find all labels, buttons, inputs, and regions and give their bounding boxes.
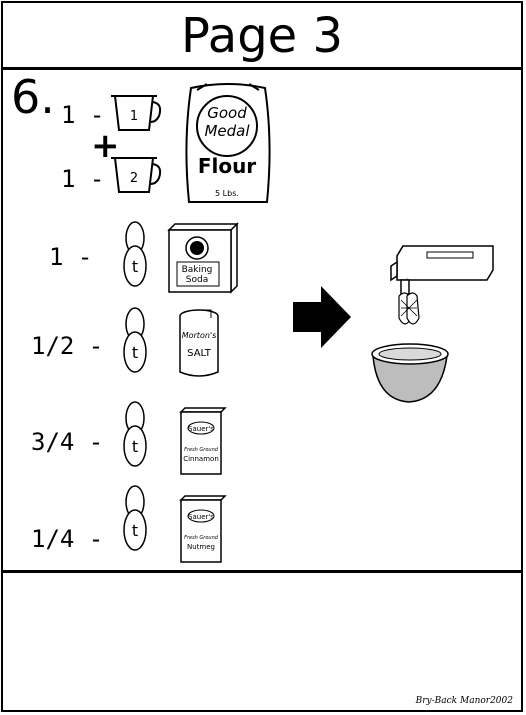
nutmeg-sub: Fresh Ground <box>184 535 219 541</box>
mixing-bowl-icon <box>371 343 449 403</box>
bag-brand-line2: Medal <box>204 122 250 140</box>
bag-brand-line1: Good <box>207 104 247 122</box>
flour-bag-icon: Good Medal Flour 5 Lbs. <box>185 83 271 203</box>
teaspoon-label: t <box>132 343 138 362</box>
soda-label-2: Soda <box>186 275 208 285</box>
nutmeg-brand: Sauer's <box>188 513 214 521</box>
flour-amount-2: 1 - <box>61 165 105 193</box>
flour-amount-1: 1 - <box>61 101 105 129</box>
ingredient-amount: 1 - <box>49 243 93 271</box>
teaspoon-icon: t <box>123 221 147 287</box>
hand-mixer-icon <box>390 245 494 325</box>
ingredient-amount: 1/4 - <box>31 525 104 553</box>
step-number: 6. <box>11 70 55 124</box>
cup-size-label: 2 <box>130 171 138 186</box>
soda-label-1: Baking <box>182 265 213 275</box>
nutmeg-box-icon: Sauer's Fresh Ground Nutmeg <box>179 495 227 563</box>
teaspoon-label: t <box>132 257 138 276</box>
ingredient-amount: 3/4 - <box>31 428 104 456</box>
teaspoon-label: t <box>132 521 138 540</box>
cup-size-label: 1 <box>130 109 138 124</box>
bag-weight: 5 Lbs. <box>215 189 239 198</box>
teaspoon-icon: t <box>123 307 147 373</box>
nutmeg-label: Nutmeg <box>187 543 215 551</box>
cinnamon-brand: Sauer's <box>188 425 214 433</box>
cinnamon-label: Cinnamon <box>183 455 219 463</box>
cinnamon-sub: Fresh Ground <box>184 447 219 453</box>
page-title: Page 3 <box>3 3 521 70</box>
salt-container-icon: Morton's SALT <box>179 309 219 377</box>
salt-brand: Morton's <box>182 331 217 340</box>
baking-soda-box-icon: Baking Soda <box>167 222 239 294</box>
cinnamon-box-icon: Sauer's Fresh Ground Cinnamon <box>179 407 227 475</box>
measuring-cup-icon: 2 <box>111 157 162 193</box>
salt-label: SALT <box>187 348 212 359</box>
ingredient-amount: 1/2 - <box>31 332 104 360</box>
teaspoon-icon: t <box>123 485 147 551</box>
author-credit: Bry-Back Manor2002 <box>415 696 513 706</box>
recipe-step-panel: 6. 1 - 1 + 1 - 2 Good Medal Flour 5 Lbs. <box>3 70 521 573</box>
measuring-cup-icon: 1 <box>111 95 162 131</box>
bag-product: Flour <box>198 154 256 178</box>
teaspoon-label: t <box>132 437 138 456</box>
teaspoon-icon: t <box>123 401 147 467</box>
arrow-right-icon <box>293 286 351 348</box>
